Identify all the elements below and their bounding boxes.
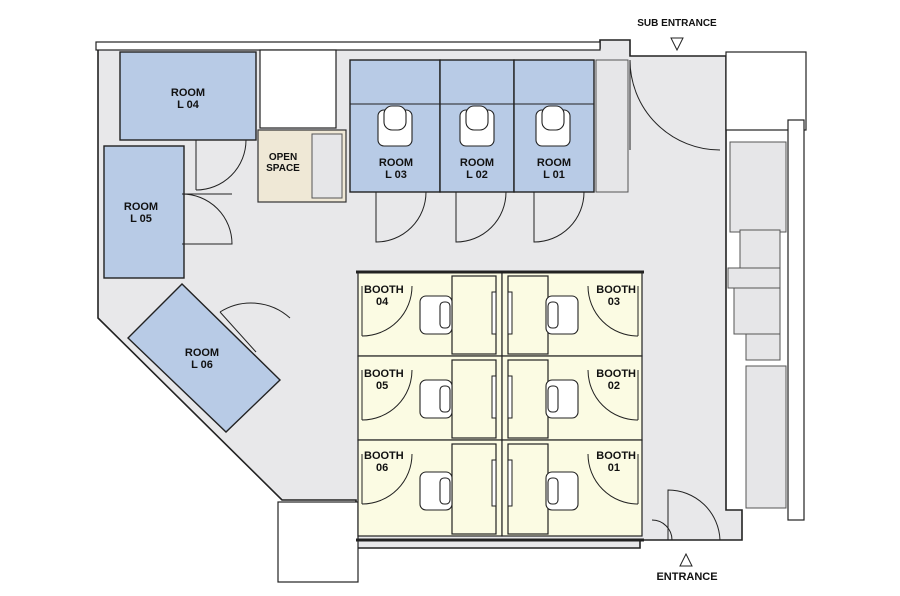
room-l05-door[interactable] — [181, 193, 233, 245]
column-block — [259, 49, 337, 129]
counter-6 — [745, 365, 787, 509]
booth-01-door[interactable] — [587, 453, 639, 505]
chair-icon — [535, 105, 571, 147]
room-l04[interactable] — [119, 51, 257, 141]
room-l02-door[interactable] — [455, 191, 507, 243]
chair-icon — [419, 379, 453, 419]
room-l04-door[interactable] — [195, 139, 247, 191]
room-l01-door[interactable] — [533, 191, 585, 243]
chair-icon — [377, 105, 413, 147]
booth-04-door[interactable] — [361, 285, 413, 337]
sub-entrance-door[interactable] — [629, 59, 721, 151]
room-l05[interactable] — [103, 145, 185, 279]
sub-entrance-arrow-icon — [670, 37, 684, 52]
entrance-small-door[interactable] — [651, 519, 673, 541]
monitor-icon — [507, 459, 513, 507]
booth-05-door[interactable] — [361, 369, 413, 421]
right-wall-strip — [787, 119, 805, 521]
chair-icon — [545, 471, 579, 511]
chair-icon — [545, 379, 579, 419]
counter-4 — [733, 287, 781, 335]
counter-1 — [729, 141, 787, 233]
counter-2 — [739, 229, 781, 269]
open-space-sofa — [311, 133, 343, 199]
room-l06-door[interactable] — [219, 302, 291, 353]
booth-06-door[interactable] — [361, 453, 413, 505]
bottom-left-block — [277, 501, 359, 583]
desk — [451, 275, 497, 355]
entrance-label: ENTRANCE — [656, 571, 717, 583]
chair-icon — [419, 471, 453, 511]
monitor-icon — [491, 291, 497, 335]
counter-3 — [727, 267, 781, 289]
monitor-icon — [507, 291, 513, 335]
room-l06[interactable] — [126, 283, 282, 433]
monitor-icon — [491, 459, 497, 507]
desk — [507, 443, 549, 535]
desk — [451, 443, 497, 535]
counter-5 — [745, 333, 781, 361]
top-wall — [95, 41, 601, 51]
desk — [451, 359, 497, 439]
chair-icon — [419, 295, 453, 335]
sub-entrance-label: SUB ENTRANCE — [637, 18, 717, 29]
desk — [507, 275, 549, 355]
booth-02-door[interactable] — [587, 369, 639, 421]
chair-icon — [459, 105, 495, 147]
chair-icon — [545, 295, 579, 335]
entrance-door[interactable] — [667, 489, 721, 541]
room-l03-door[interactable] — [375, 191, 427, 243]
entrance-arrow-icon — [679, 552, 693, 567]
booth-03-door[interactable] — [587, 285, 639, 337]
top-right-cabinet — [595, 59, 629, 193]
monitor-icon — [507, 375, 513, 419]
right-wall — [725, 51, 807, 131]
monitor-icon — [491, 375, 497, 419]
desk — [507, 359, 549, 439]
